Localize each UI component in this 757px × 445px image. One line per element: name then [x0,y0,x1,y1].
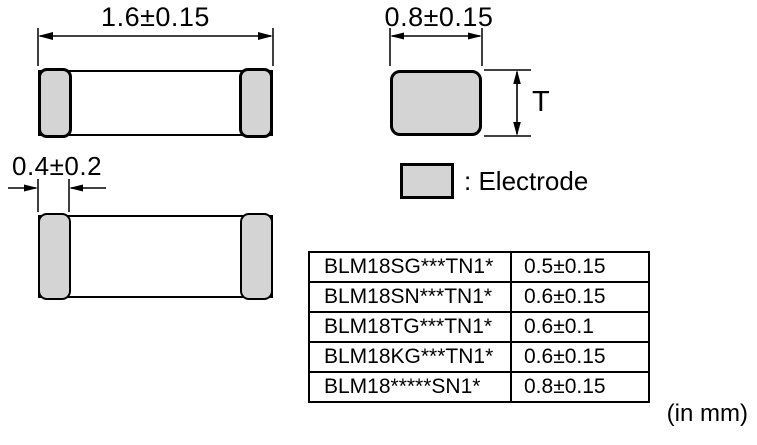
part-number-cell: BLM18*****SN1* [308,371,512,403]
length-dimension-arrow [37,28,274,66]
electrode-right-top-view [239,68,273,138]
thickness-cell: 0.6±0.1 [510,311,650,343]
length-dimension-label: 1.6±0.15 [101,2,210,32]
width-dimension-label: 0.8±0.15 [384,2,494,32]
electrode-legend-swatch [400,163,454,199]
electrode-left-top-view [38,68,72,138]
chip-body-bottom-view [38,215,273,298]
thickness-table: BLM18SG***TN1* 0.5±0.15 BLM18SN***TN1* 0… [308,251,650,403]
table-row: BLM18SN***TN1* 0.6±0.15 [308,281,650,313]
table-row: BLM18KG***TN1* 0.6±0.15 [308,341,650,373]
table-row: BLM18TG***TN1* 0.6±0.1 [308,311,650,343]
thickness-cell: 0.5±0.15 [510,251,650,283]
electrode-right-bottom-view [240,213,273,300]
width-dimension-arrow [389,28,483,66]
part-number-cell: BLM18KG***TN1* [308,341,512,373]
electrode-width-dimension-label: 0.4±0.2 [12,151,103,181]
table-row: BLM18SG***TN1* 0.5±0.15 [308,251,650,283]
table-row: BLM18*****SN1* 0.8±0.15 [308,371,650,403]
thickness-cell: 0.8±0.15 [510,371,650,403]
thickness-dimension-arrow [484,69,531,137]
part-number-cell: BLM18TG***TN1* [308,311,512,343]
thickness-dimension-label: T [532,86,550,118]
thickness-cell: 0.6±0.15 [510,281,650,313]
units-note: (in mm) [666,400,748,427]
chip-body-top-view [38,70,273,136]
thickness-cell: 0.6±0.15 [510,341,650,373]
electrode-width-dimension-arrow [8,179,106,212]
part-number-cell: BLM18SN***TN1* [308,281,512,313]
electrode-left-bottom-view [38,213,71,300]
part-number-cell: BLM18SG***TN1* [308,251,512,283]
chip-end-view [390,70,482,136]
electrode-legend-label: : Electrode [464,166,589,196]
